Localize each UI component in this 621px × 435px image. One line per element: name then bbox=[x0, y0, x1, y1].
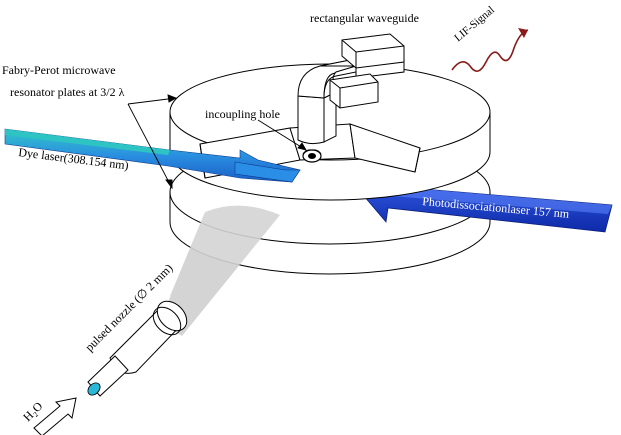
h2o-input-arrow bbox=[33, 397, 77, 435]
fabry-perot-label-line1: Fabry-Perot microwave bbox=[2, 63, 116, 77]
lif-arrowhead bbox=[518, 28, 528, 38]
incoupling-hole bbox=[302, 149, 322, 163]
h2o-label: H₂O bbox=[20, 399, 45, 424]
dye-laser-beam bbox=[4, 128, 301, 183]
nozzle-tip bbox=[87, 382, 101, 396]
fabry-perot-pointers bbox=[127, 94, 178, 190]
pulsed-nozzle bbox=[87, 300, 188, 397]
lif-signal-wave bbox=[451, 28, 529, 72]
fabry-perot-label-line2: resonator plates at 3/2 λ bbox=[10, 85, 125, 99]
waveguide-label: rectangular waveguide bbox=[310, 11, 419, 25]
molecular-beam-cone-front bbox=[170, 205, 280, 296]
incoupling-label: incoupling hole bbox=[205, 107, 280, 121]
rectangular-waveguide bbox=[297, 33, 405, 145]
incoupling-pointer bbox=[257, 119, 307, 151]
lif-signal-label: LIF-Signal bbox=[452, 4, 497, 44]
